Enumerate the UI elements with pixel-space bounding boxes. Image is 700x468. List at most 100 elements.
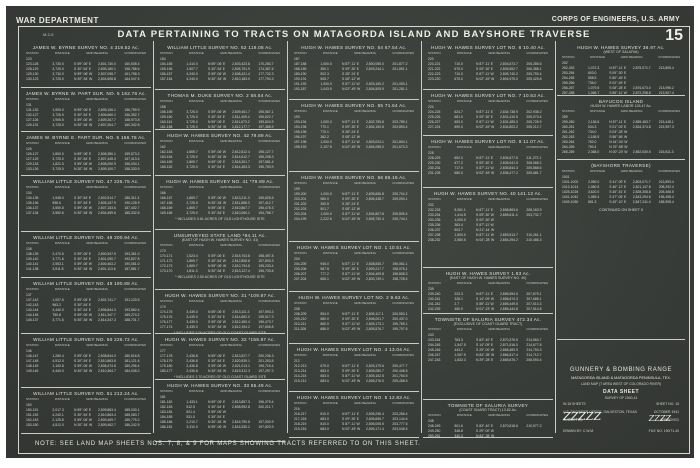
bearing-header: GRID BEARING bbox=[86, 141, 108, 145]
traverse-cell: 180-177 bbox=[160, 369, 173, 373]
traverse-cell: 219-216 bbox=[294, 427, 307, 431]
traverse-cell: 2,125.8 bbox=[52, 418, 64, 422]
station-header: STATION bbox=[428, 145, 441, 149]
bearing-header: GRID BEARING bbox=[86, 343, 108, 347]
traverse-cell: 215,811.3 bbox=[658, 150, 674, 154]
coordinates-header: COORDINATES bbox=[258, 343, 280, 347]
traverse-cell: 260-261 bbox=[562, 125, 575, 129]
coordinates-header: COORDINATES bbox=[658, 55, 680, 59]
traverse-cell: 175-176 bbox=[160, 315, 173, 319]
traverse-cell: N 30°-54' W bbox=[73, 123, 93, 127]
bearing-header: GRID BEARING bbox=[488, 99, 510, 103]
traverse-cell: 3,725.0 bbox=[186, 165, 198, 169]
tract-title: HUGH W. HAWES SURVEY LOT NO. 1 10.51 Ac. bbox=[297, 245, 411, 250]
traverse-cell: 2,107.5 bbox=[320, 145, 332, 149]
traverse-row: 243 bbox=[428, 333, 548, 338]
traverse-cell: 194-195 bbox=[294, 125, 307, 129]
coordinates-header: COORDINATES bbox=[526, 327, 548, 331]
bearing-header: GRID BEARING bbox=[354, 109, 376, 113]
traverse-cell: 193,827.8 bbox=[124, 257, 140, 261]
traverse-cell: 2,804,409.8 bbox=[365, 272, 384, 276]
coordinates-header: COORDINATES bbox=[258, 299, 280, 303]
traverse-cell: 1001 bbox=[562, 175, 570, 179]
traverse-cell: 177-174 bbox=[160, 325, 173, 329]
traverse-cell: 161,758.3 bbox=[124, 72, 140, 76]
traverse-cell: 204-199 bbox=[294, 217, 307, 221]
station-header: STATION bbox=[160, 389, 173, 393]
traverse-row: 146 bbox=[26, 349, 146, 354]
traverse-cell: 980.0 bbox=[320, 197, 329, 201]
traverse-cell: 143-144 bbox=[26, 308, 39, 312]
traverse-cell: 192-187 bbox=[294, 87, 307, 91]
distance-header: DISTANCE bbox=[456, 99, 472, 103]
traverse-cell: 680.0 bbox=[454, 171, 463, 175]
traverse-row: 239 bbox=[428, 287, 548, 292]
traverse-cell: 197,606.8 bbox=[258, 325, 274, 329]
sheet-number: 15 bbox=[665, 27, 683, 44]
traverse-cell: 132-127 bbox=[26, 113, 39, 117]
traverse-cell: 3,725.0 bbox=[52, 67, 64, 71]
traverse-cell: 139-140 bbox=[26, 257, 39, 261]
traverse-cell: 3,771.6 bbox=[52, 318, 64, 322]
traverse-cell: N 59°-06' E bbox=[207, 62, 226, 66]
tract-block: JAMES W. BYRNE E. PART SUR. NO. 5 156.78… bbox=[21, 131, 151, 176]
tract-block: HUGH W. HAWES SURVEY LOT NO. 4 13.04 Ac.… bbox=[289, 343, 419, 392]
traverse-cell: N 87°-11' E bbox=[475, 156, 494, 160]
traverse-cell: N 02°-49' W bbox=[341, 427, 361, 431]
traverse-cell: N 59°-06' E bbox=[207, 206, 226, 210]
traverse-cell: 148-149 bbox=[26, 364, 39, 368]
traverse-cell: 4,440.0 bbox=[52, 308, 64, 312]
station-header: STATION bbox=[160, 299, 173, 303]
traverse-cell: 2,820,539.1 bbox=[231, 359, 250, 363]
distance-header: DISTANCE bbox=[188, 185, 204, 189]
traverse-cell: N 30°-54' W bbox=[207, 420, 227, 424]
traverse-cell: S 59°-06' W bbox=[207, 196, 227, 200]
station-header: STATION bbox=[26, 343, 39, 347]
traverse-cell: 151-152 bbox=[26, 413, 39, 417]
tract-subtitle: (EAST OF HUGH W. HAWES SURVEY NO. 41) bbox=[181, 238, 259, 242]
tract-title: WILLIAM LITTLE SURVEY NO. 49 190.88 Ac. bbox=[33, 281, 139, 286]
traverse-cell: 149-146 bbox=[26, 369, 39, 373]
traverse-cell: 154-155 bbox=[160, 62, 173, 66]
traverse-cell: S 09°-30' E bbox=[341, 67, 360, 71]
tract-title: HUGH W. HAWES SURVEY NO. 40 141.12 Ac. bbox=[433, 191, 543, 196]
traverse-cell: 213,096.2 bbox=[658, 86, 674, 90]
traverse-cell: 2,806,844.3 bbox=[97, 308, 116, 312]
traverse-cell: 201,673.3 bbox=[392, 145, 408, 149]
traverse-cell: 2,804,505.9 bbox=[365, 87, 384, 91]
traverse-cell: 1025-1026 bbox=[562, 190, 579, 194]
traverse-cell: S 59°-06' W bbox=[73, 364, 93, 368]
traverse-cell: 200,553.1 bbox=[392, 312, 408, 316]
traverse-cell: 233-234 bbox=[428, 213, 441, 217]
traverse-cell bbox=[500, 434, 526, 437]
traverse-cell: 2,816,301.7 bbox=[231, 160, 250, 164]
traverse-cell: S 59°-06' E bbox=[207, 254, 226, 258]
traverse-cell: 247-243 bbox=[428, 358, 441, 362]
traverse-cell: N 02°-49' W bbox=[475, 125, 495, 129]
coordinates-header: COORDINATES bbox=[526, 51, 548, 55]
traverse-cell: 207-204 bbox=[294, 277, 307, 281]
traverse-cell: 203,777.6 bbox=[392, 422, 408, 426]
traverse-cell: 221-222 bbox=[428, 67, 441, 71]
traverse-cell: 140-141 bbox=[26, 262, 39, 266]
traverse-cell: 2,876,673.0 bbox=[632, 86, 651, 90]
distance-header: DISTANCE bbox=[322, 353, 338, 357]
traverse-cell: 3,550.6 bbox=[52, 206, 64, 210]
traverse-cell: 2,805,751.9 bbox=[231, 67, 250, 71]
traverse-cell: 210,261.1 bbox=[526, 233, 542, 237]
traverse-cell: 203,853.4 bbox=[392, 125, 408, 129]
traverse-cell: 196,622.7 bbox=[258, 115, 274, 119]
traverse-cell: 205,753.4 bbox=[526, 72, 542, 76]
traverse-cell: 218-219 bbox=[294, 422, 307, 426]
